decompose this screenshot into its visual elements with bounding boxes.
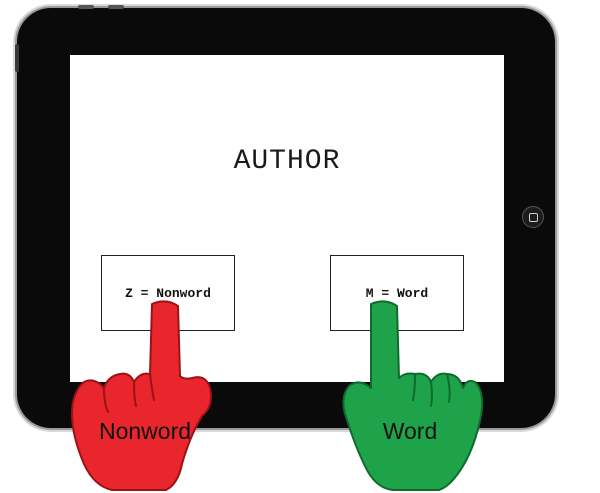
word-key-label: M = Word: [365, 285, 429, 301]
right-pointing-hand: Word: [335, 296, 485, 492]
home-button-icon[interactable]: [522, 206, 544, 228]
left-pointing-hand: Nonword: [70, 296, 220, 492]
tablet-top-button: [108, 5, 124, 9]
tablet-side-button: [15, 44, 19, 72]
left-hand-icon: [71, 300, 212, 491]
nonword-key-label: Z = Nonword: [125, 285, 211, 301]
tablet-top-button: [78, 5, 94, 9]
tablet-screen: AUTHOR Z = Nonword M = Word: [70, 55, 504, 382]
stimulus-word: AUTHOR: [233, 146, 341, 177]
right-hand-icon: [342, 300, 484, 491]
left-hand-label: Nonword: [98, 418, 192, 444]
right-hand-label: Word: [382, 418, 438, 444]
